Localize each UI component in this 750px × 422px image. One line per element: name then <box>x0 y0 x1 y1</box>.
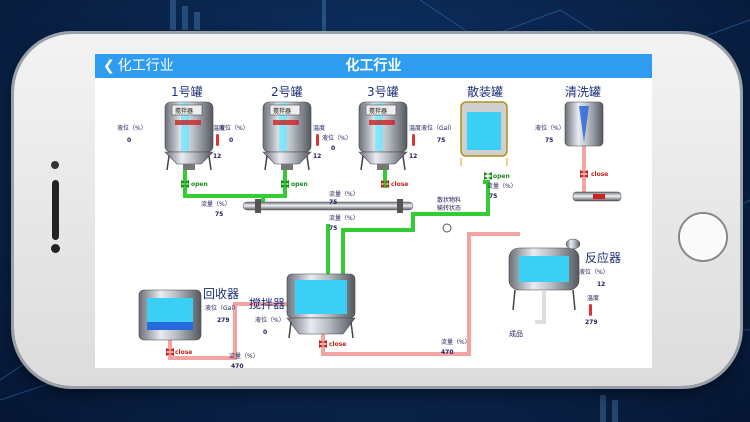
recovery-valve-state: close <box>175 349 192 356</box>
page-title: 化工行业 <box>345 58 402 74</box>
phone-camera <box>51 244 60 253</box>
tank-1-level: 0 <box>127 137 131 144</box>
wash-tank-valve-state: close <box>591 171 608 178</box>
tank-3-mixer-label: 搅拌器 <box>369 107 387 115</box>
manifold-pipe <box>242 199 414 213</box>
tank-2-mixer-label: 搅拌器 <box>273 107 291 115</box>
phone-speaker <box>52 180 59 240</box>
flow-6-label: 流量（%） <box>441 338 471 346</box>
reactor-title: 反应器 <box>585 250 621 265</box>
tank-3-temp: 12 <box>409 153 417 160</box>
tank-1-title: 1号罐 <box>171 85 203 99</box>
material-status-line-1: 散状物料 <box>437 196 461 204</box>
navbar: ❮化工行业 化工行业 <box>95 54 652 78</box>
flow-3-value: 75 <box>329 225 337 232</box>
flow-1-label: 流量（%） <box>201 200 231 208</box>
green-pipes <box>183 170 490 274</box>
reactor-temp-label: 温度 <box>587 294 599 302</box>
bulk-tank[interactable]: 散装罐 液位（Gal） 75 open <box>421 84 510 180</box>
tank-1-level-label: 液位（%） <box>117 124 147 132</box>
recovery-tank-level: 279 <box>217 317 230 324</box>
recovery-valve-icon[interactable] <box>166 348 174 356</box>
tank-3[interactable]: 3号罐 搅拌器 液位（%） 0 温度 12 close <box>322 85 421 188</box>
reactor-level-label: 液位（%） <box>579 268 609 276</box>
recovery-tank-title: 回收器 <box>203 287 239 301</box>
flow-1-value: 75 <box>215 211 223 218</box>
recovery-tank[interactable]: 回收器 液位（Gal） 279 close <box>138 287 239 356</box>
flow-2-value: 75 <box>329 199 337 206</box>
back-label: 化工行业 <box>117 58 174 74</box>
thermometer-icon <box>216 134 219 146</box>
product-label: 成品 <box>509 329 523 338</box>
reactor-temp: 279 <box>585 319 598 326</box>
back-button[interactable]: ❮化工行业 <box>103 55 174 77</box>
wash-tank-title: 清洗罐 <box>565 85 601 99</box>
thermometer-icon <box>412 134 415 146</box>
tank-2-valve-state: open <box>291 181 308 188</box>
mixer-valve-icon[interactable] <box>319 340 327 348</box>
bulk-tank-valve-state: open <box>493 173 510 180</box>
flow-5-value: 470 <box>231 363 244 368</box>
app-screen: ❮化工行业 化工行业 <box>95 54 652 368</box>
phone-sensor <box>51 161 59 169</box>
bulk-tank-level-label: 液位（Gal） <box>421 124 455 132</box>
flow-6-value: 470 <box>441 349 454 356</box>
tank-2[interactable]: 2号罐 搅拌器 液位（%） 0 温度 12 open <box>219 85 325 188</box>
tank-1-temp-label: 温度 <box>213 124 225 132</box>
tank-1-valve-state: open <box>191 181 208 188</box>
tank-1-temp: 12 <box>213 153 221 160</box>
flow-2-label: 流量（%） <box>329 190 359 198</box>
tank-3-valve-icon[interactable] <box>381 180 389 188</box>
tank-1-mixer-label: 搅拌器 <box>175 107 193 115</box>
tank-1-valve-icon[interactable] <box>181 180 189 188</box>
tank-1[interactable]: 1号罐 搅拌器 液位（%） 0 温度 12 open <box>117 85 225 188</box>
mixer-title: 搅拌器 <box>249 296 285 311</box>
bulk-tank-valve-icon[interactable] <box>484 172 492 180</box>
flow-5-label: 流量（%） <box>229 352 259 360</box>
wash-tank-level-label: 液位（%） <box>535 124 565 132</box>
bulk-tank-level: 75 <box>437 137 445 144</box>
wash-tank[interactable]: 清洗罐 液位（%） 75 close <box>535 85 622 202</box>
tank-2-valve-icon[interactable] <box>281 180 289 188</box>
recovery-tank-level-label: 液位（Gal） <box>205 304 239 312</box>
flow-4-value: 75 <box>489 193 497 200</box>
tank-2-temp-label: 温度 <box>313 124 325 132</box>
wash-tank-level: 75 <box>545 137 553 144</box>
wash-tank-valve-icon[interactable] <box>580 170 588 178</box>
flow-3-label: 流量（%） <box>329 214 359 222</box>
tank-3-temp-label: 温度 <box>409 124 421 132</box>
tank-3-level-label: 液位（%） <box>322 134 352 142</box>
tank-3-valve-state: close <box>391 181 408 188</box>
tank-2-level-label: 液位（%） <box>219 124 249 132</box>
mixer-level-label: 液位（%） <box>255 316 285 324</box>
thermometer-icon <box>589 304 592 316</box>
reactor-level: 12 <box>597 281 605 288</box>
tank-3-level: 0 <box>331 145 335 152</box>
tank-2-title: 2号罐 <box>271 85 303 99</box>
mixer-level: 0 <box>263 329 267 336</box>
reactor-tank[interactable]: 反应器 液位（%） 12 温度 279 成品 <box>508 238 621 338</box>
thermometer-icon <box>316 134 319 146</box>
mixer-valve-state: close <box>329 341 346 348</box>
tank-2-level: 0 <box>229 137 233 144</box>
mixer-tank[interactable]: 搅拌器 液位（%） 0 close <box>249 273 356 348</box>
chevron-left-icon: ❮ <box>103 58 115 74</box>
process-diagram: 1号罐 搅拌器 液位（%） 0 温度 12 open 2号罐 <box>117 84 622 368</box>
home-button[interactable] <box>678 212 728 262</box>
flow-4-label: 流量（%） <box>487 182 517 190</box>
bulk-tank-title: 散装罐 <box>467 84 503 99</box>
material-status-line-2: 输转状态 <box>437 204 461 212</box>
tank-3-title: 3号罐 <box>367 85 399 99</box>
tank-2-temp: 12 <box>313 153 321 160</box>
diverter-valve-icon[interactable] <box>442 223 452 233</box>
